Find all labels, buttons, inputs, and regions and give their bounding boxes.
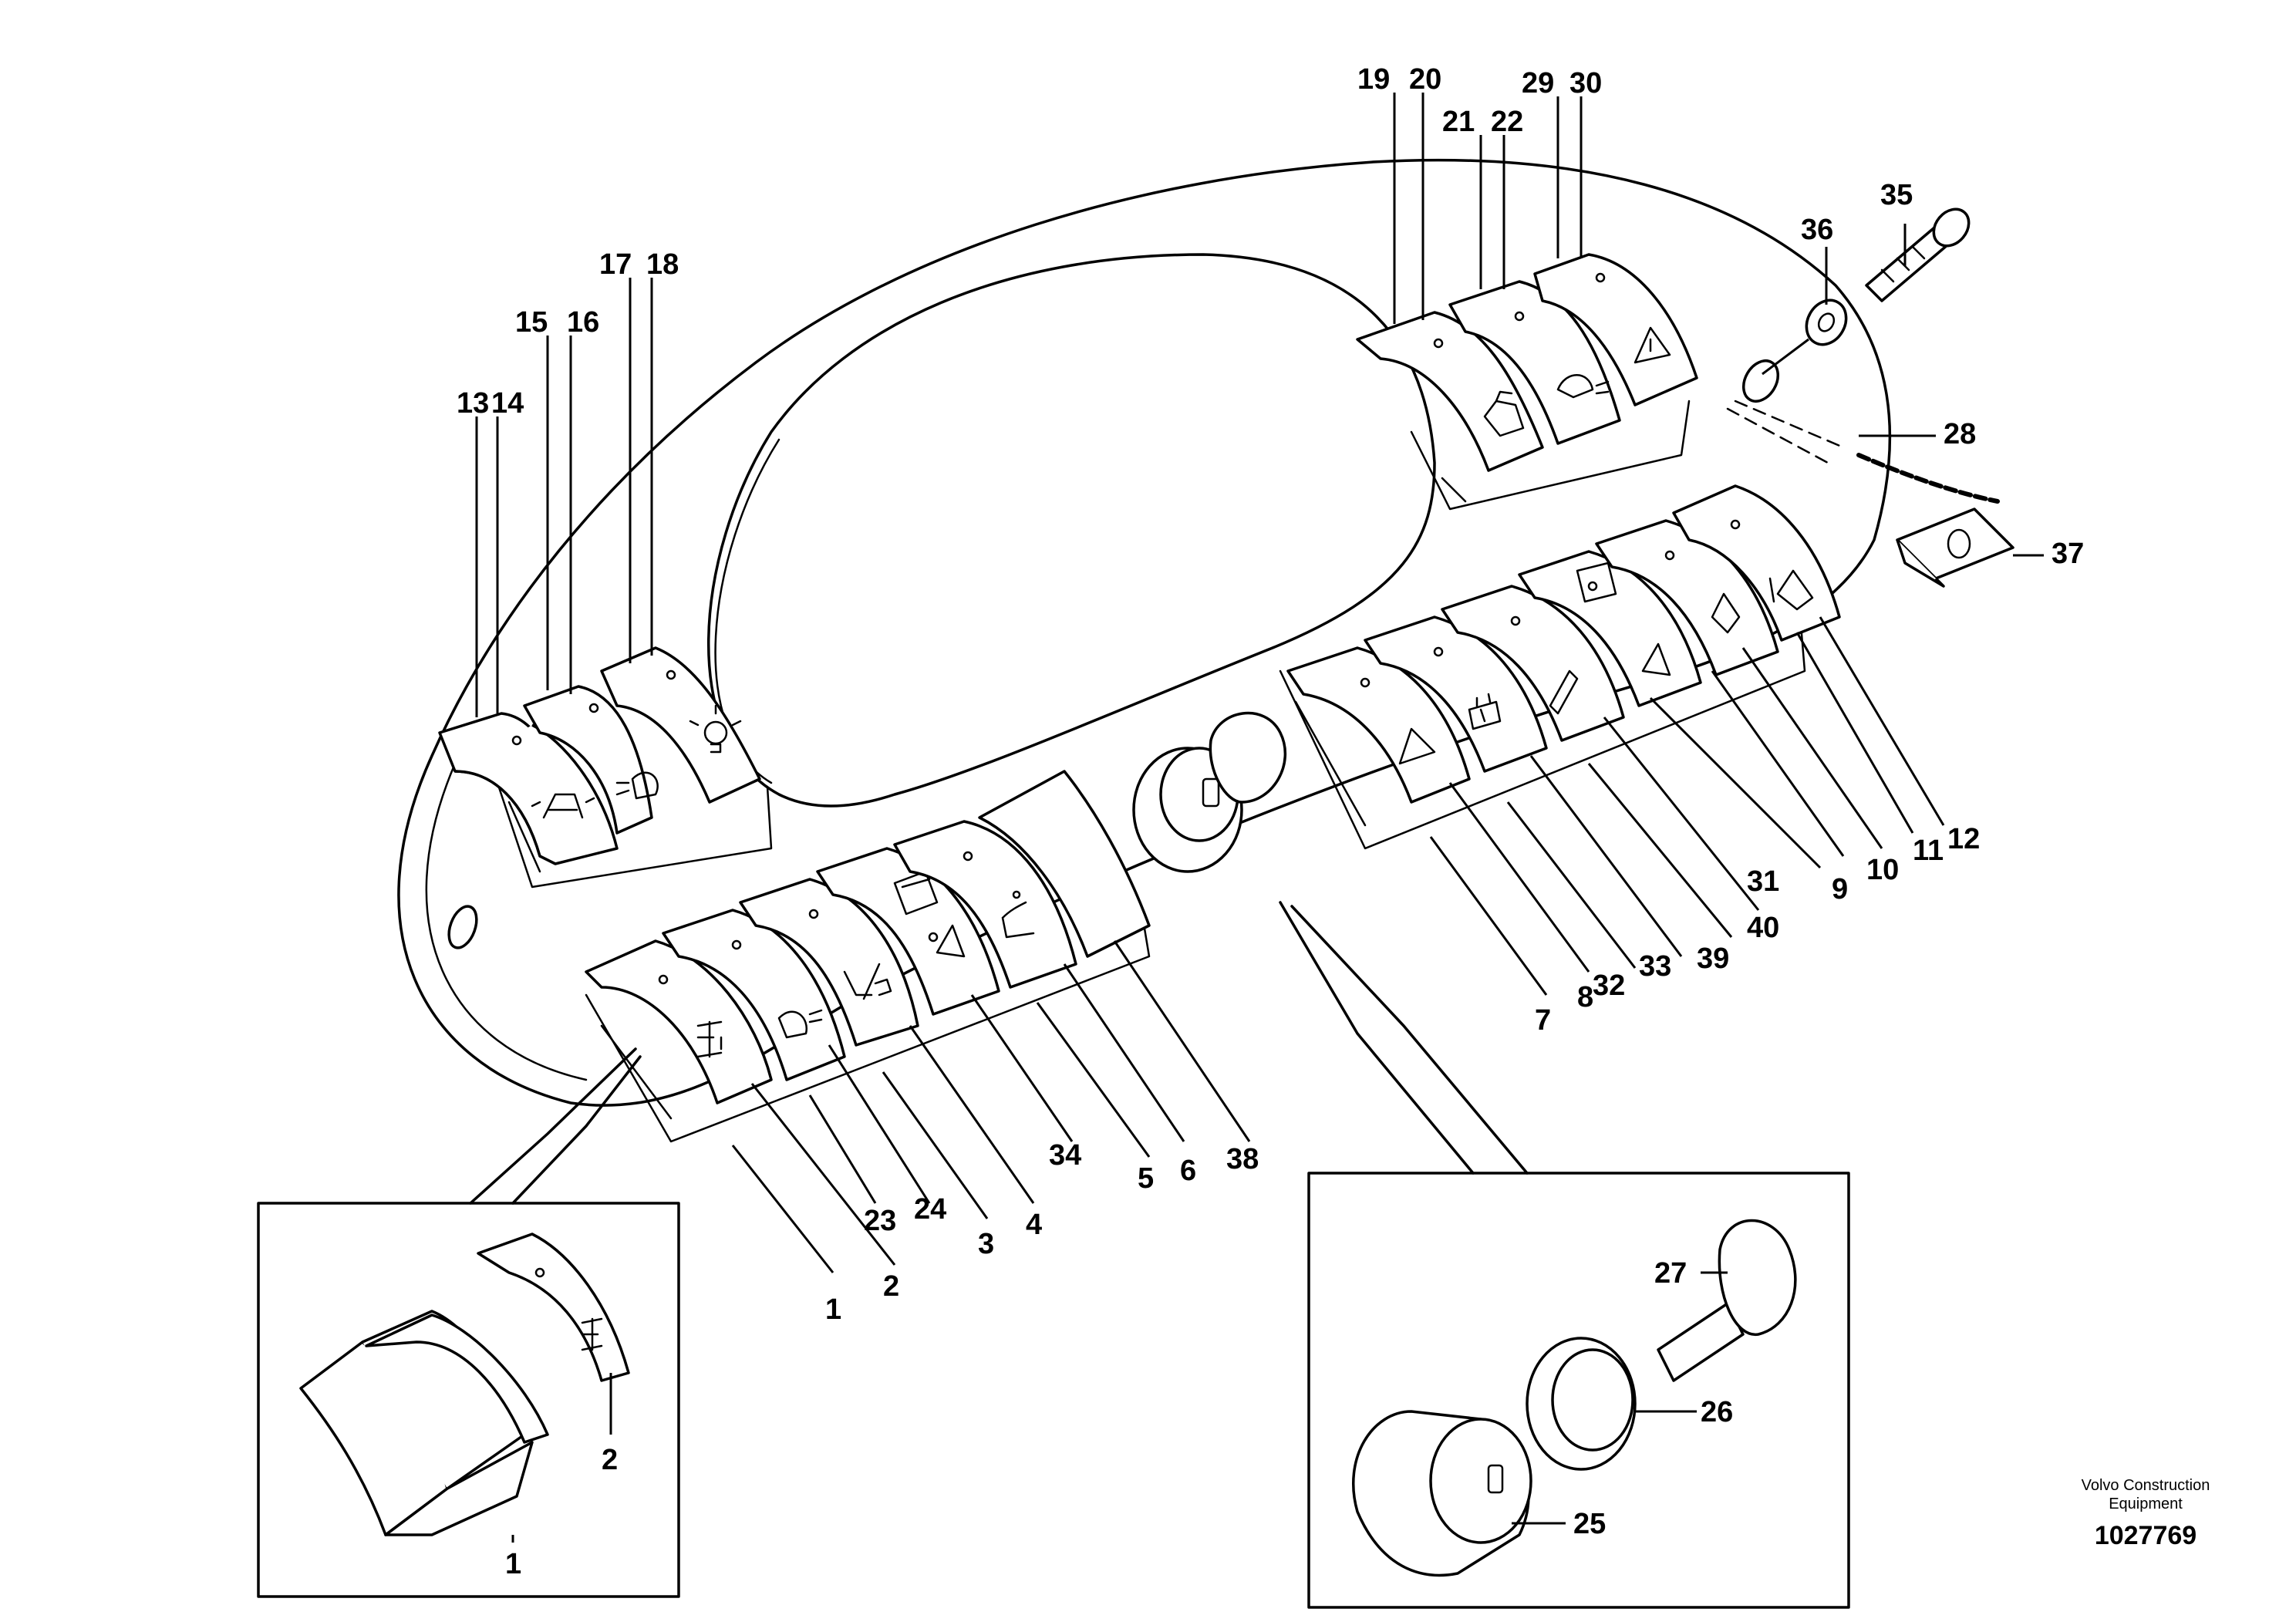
callout-40: 40 — [1747, 912, 1779, 944]
hazard-icon — [1633, 326, 1671, 364]
washer-36 — [1805, 298, 1848, 346]
leader-lines — [475, 93, 2044, 1543]
sun-light-icon — [689, 704, 742, 754]
lock-cylinder-25 — [1352, 1410, 1532, 1577]
switch-39-40 — [1518, 550, 1702, 707]
work-light-rear-icon — [777, 1009, 823, 1039]
callout-18: 18 — [646, 248, 679, 281]
callout-39: 39 — [1697, 943, 1729, 975]
callout-16: 16 — [567, 306, 599, 339]
callout-15: 15 — [515, 306, 548, 339]
wiper-interval-icon — [1768, 569, 1814, 611]
clip-nut-37 — [1896, 508, 2014, 588]
callout-31: 31 — [1747, 865, 1779, 898]
callout-20: 20 — [1409, 63, 1441, 96]
detail-switch-cap — [477, 1233, 630, 1382]
instrument-opening — [706, 253, 1436, 808]
detail-callout-25: 25 — [1573, 1508, 1606, 1540]
switch-group-top-right — [1356, 253, 1698, 511]
callout-33: 33 — [1639, 950, 1671, 983]
detail-box-switch — [257, 1047, 680, 1598]
switch-17-18 — [600, 646, 761, 804]
callout-29: 29 — [1522, 67, 1554, 99]
callout-17: 17 — [599, 248, 632, 281]
switch-13-14 — [438, 712, 619, 865]
callout-22: 22 — [1491, 106, 1523, 138]
work-light-icon — [615, 771, 659, 800]
callout-13: 13 — [457, 387, 489, 420]
callout-7: 7 — [1535, 1004, 1551, 1037]
seat-heater-icon — [1001, 901, 1035, 939]
callout-32: 32 — [1593, 969, 1625, 1002]
mounting-slot — [447, 905, 478, 949]
callout-11: 11 — [1913, 835, 1944, 867]
float-icon — [1468, 693, 1502, 730]
rear-washer-icon — [1576, 561, 1671, 676]
front-washer-icon — [1711, 592, 1741, 634]
callout-12: 12 — [1947, 823, 1980, 855]
switch-33 — [1441, 585, 1625, 742]
switch-5-6 — [893, 820, 1077, 989]
callout-36: 36 — [1801, 214, 1833, 246]
differential-lock-icon — [696, 1020, 723, 1058]
callout-3: 3 — [978, 1228, 994, 1260]
callout-37: 37 — [2052, 538, 2084, 570]
bezel-26 — [1526, 1337, 1637, 1471]
washer-icon — [893, 870, 966, 958]
switch-29-30 — [1533, 253, 1698, 406]
detail-callout-27: 27 — [1654, 1257, 1687, 1290]
callout-24: 24 — [914, 1193, 946, 1226]
switch-group-bottom-left — [585, 770, 1151, 1143]
callout-2: 2 — [883, 1270, 899, 1303]
callout-38: 38 — [1226, 1143, 1259, 1175]
switch-38-blank — [978, 770, 1151, 958]
rear-wiper-icon — [1483, 390, 1525, 437]
detail-switch-housing — [299, 1310, 549, 1536]
doc-number: 1027769 — [2095, 1521, 2197, 1550]
callout-23: 23 — [864, 1205, 896, 1237]
callout-8: 8 — [1577, 981, 1593, 1013]
detail-callout-1: 1 — [505, 1548, 521, 1580]
brand-line-1: Volvo Construction — [2082, 1477, 2210, 1494]
switch-1-2 — [585, 939, 773, 1104]
footer: Volvo Construction Equipment 1027769 — [2082, 1477, 2210, 1550]
brand-line-2: Equipment — [2109, 1496, 2183, 1512]
detail-callout-26: 26 — [1701, 1396, 1733, 1428]
beacon-icon — [531, 793, 595, 819]
screw-35 — [1865, 207, 1971, 302]
switch-group-bottom-right — [1279, 484, 1841, 850]
callout-14: 14 — [491, 387, 524, 420]
callout-9: 9 — [1832, 873, 1848, 905]
key-27 — [1657, 1219, 1797, 1382]
callout-5: 5 — [1138, 1162, 1154, 1195]
callout-28: 28 — [1944, 418, 1976, 450]
mode-icon — [843, 963, 892, 1000]
pen-icon — [1549, 669, 1579, 715]
callout-4: 4 — [1026, 1209, 1042, 1241]
switch-11-12 — [1672, 484, 1841, 642]
callout-34: 34 — [1049, 1139, 1081, 1172]
front-wiper-icon — [1556, 374, 1610, 399]
ignition-switch — [1132, 711, 1286, 873]
warning-triangle-icon — [1398, 727, 1436, 765]
callout-21: 21 — [1442, 106, 1475, 138]
fasteners — [1726, 207, 2014, 588]
switch-group-left — [438, 646, 773, 889]
differential-lock-icon — [581, 1317, 603, 1351]
callout-10: 10 — [1866, 854, 1899, 886]
mounting-hole — [1741, 359, 1780, 403]
callout-19: 19 — [1357, 63, 1390, 96]
callout-6: 6 — [1180, 1155, 1196, 1187]
callout-1: 1 — [825, 1293, 841, 1326]
detail-callout-2: 2 — [602, 1444, 618, 1476]
detail-box-ignition — [1279, 901, 1850, 1609]
callout-30: 30 — [1569, 67, 1602, 99]
callout-35: 35 — [1880, 179, 1913, 211]
callout-labels: 13 14 15 16 17 18 19 20 21 22 29 30 35 3… — [457, 63, 2084, 1580]
switch-15-16 — [523, 685, 659, 835]
